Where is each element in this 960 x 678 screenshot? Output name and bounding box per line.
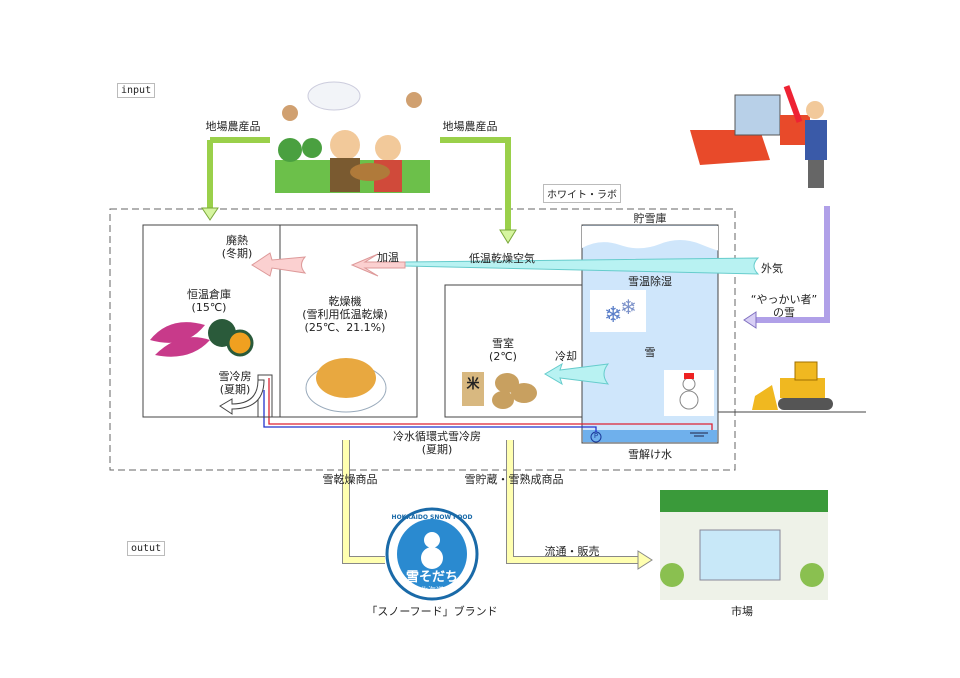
input-label: input	[117, 83, 156, 98]
logo-main-text: 雪そだち	[406, 569, 458, 585]
dryer-label: 乾燥機(雪利用低温乾燥)(25℃、21.1%)	[302, 295, 388, 334]
market-label: 市場	[731, 605, 753, 618]
snow-surface	[582, 226, 719, 251]
snow-cooling-text: 雪冷房	[218, 370, 252, 383]
dry-air-label: 低温乾燥空気	[469, 252, 535, 265]
snowman-icon	[682, 377, 696, 391]
meltwater-label: 雪解け水	[628, 448, 672, 461]
snow-room-temp: (2℃)	[489, 350, 517, 363]
snowflake-icon: ❄	[604, 303, 622, 328]
cooling-label: 冷却	[555, 350, 577, 363]
heating-label: 加温	[377, 251, 399, 264]
chilled-water-label: 冷水循環式雪冷房(夏期)	[393, 430, 481, 456]
farmers-image	[275, 81, 430, 193]
dried-sweet-potato-image	[305, 358, 387, 413]
bulldozer-image	[752, 361, 833, 410]
snow-room-label: 雪室(2℃)	[489, 337, 517, 363]
chilled-water-text: 冷水循環式雪冷房	[393, 430, 481, 443]
warehouse-label: 恒温倉庫(15℃)	[187, 288, 231, 314]
snow-room-text: 雪室	[492, 337, 514, 350]
white-lab-boundary	[109, 208, 736, 471]
snowflake-image	[590, 290, 646, 332]
stored-products-arrow	[506, 440, 640, 564]
heating-arrow	[350, 253, 406, 277]
local-produce-label: 地場農産品	[442, 120, 498, 133]
warehouse-text: 恒温倉庫	[187, 288, 231, 301]
dryer-text: 乾燥機	[328, 295, 362, 308]
troublesome-snow-text: “やっかい者”	[750, 293, 818, 306]
snowflake-icon: ❄	[620, 295, 637, 319]
distribution-label: 流通・販売	[544, 545, 600, 558]
waste-heat-arrow	[251, 252, 307, 277]
summer-cooling-arrow	[219, 379, 265, 415]
brand-label: 「スノーフード」ブランド	[366, 605, 498, 618]
snow-food-brand-logo: 雪そだち 北海道 HOKKAIDO SNOW FOOD	[385, 507, 479, 601]
troublesome-snow-text: の雪	[773, 306, 795, 319]
outside-air-label: 外気	[761, 262, 783, 275]
waste-heat-text: 廃熱	[226, 234, 248, 247]
output-label: outut	[127, 541, 166, 556]
rice-potato-image	[462, 372, 537, 409]
dried-products-arrow	[342, 440, 385, 564]
snow-storage-label: 貯雪庫	[633, 212, 667, 225]
dry-air-arrow	[404, 257, 760, 275]
sweet-potato-pumpkin-image	[150, 319, 254, 357]
dried-products-label: 雪乾燥商品	[322, 473, 378, 486]
snow-cooling-label: 雪冷房(夏期)	[219, 370, 252, 396]
white-lab-label: ホワイト・ラボ	[543, 184, 621, 203]
snow-cooling-season: (夏期)	[219, 383, 251, 396]
snow-label: 雪	[644, 346, 656, 359]
snow-supply-arrow	[752, 206, 830, 323]
troublesome-snow-label: “やっかい者”の雪	[751, 293, 817, 319]
pump-label: P	[593, 432, 599, 440]
waste-heat-label: 廃熱(冬期)	[222, 234, 253, 260]
logo-top-text: HOKKAIDO SNOW FOOD	[392, 514, 473, 521]
chilled-water-pipe-red	[268, 378, 713, 430]
local-produce-label: 地場農産品	[205, 120, 261, 133]
snow-dehumid-label: 雪温除湿	[628, 275, 672, 288]
dryer-sub: (雪利用低温乾燥)	[302, 308, 388, 321]
meltwater-band	[583, 430, 717, 442]
produce-arrow-right	[440, 137, 511, 232]
chilled-water-season: (夏期)	[421, 443, 453, 456]
rice-label: 米	[466, 377, 480, 392]
warehouse-temp: (15℃)	[191, 301, 227, 314]
waste-heat-season: (冬期)	[221, 247, 253, 260]
cooling-arrow	[544, 362, 610, 386]
stored-products-label: 雪貯蔵・雪熟成商品	[464, 473, 564, 486]
dryer-conditions: (25℃、21.1%)	[304, 321, 386, 334]
market-image	[660, 490, 828, 600]
logo-sub-text: 北海道	[420, 585, 444, 595]
snowplow-image	[690, 85, 827, 188]
chilled-water-pipe-blue	[263, 390, 597, 432]
